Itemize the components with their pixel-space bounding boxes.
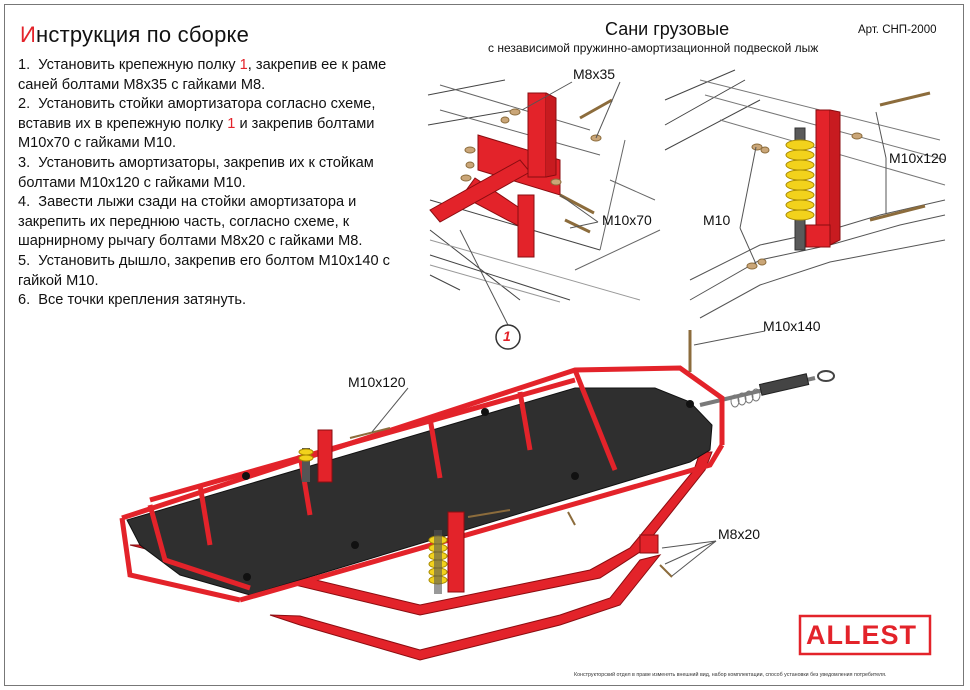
detail1-leaders [459, 81, 621, 326]
step-6: 6. Все точки крепления затянуть. [18, 292, 247, 309]
product-subtitle: с независимой пружинно-амортизационной п… [488, 41, 819, 55]
detail-shock-mounting [664, 69, 946, 319]
callout-m10x120-main: М10х120 [348, 374, 406, 390]
callout-m10x70: М10х70 [602, 212, 652, 228]
allest-logo [798, 614, 932, 656]
product-name: Сани грузовые [605, 19, 730, 39]
detail2-leaders [739, 111, 887, 265]
callout-m8x20: М8х20 [718, 526, 761, 542]
step-3: 3. Установить амортизаторы, закрепив их … [18, 154, 374, 191]
logo-text: ALLEST [806, 620, 917, 650]
step-1: 1. Установить крепежную полку 1, закрепи… [18, 57, 387, 93]
callout-m8x35: М8х35 [573, 66, 616, 82]
instruction-title: Инструкция по сборке [20, 22, 249, 48]
callout-m10x120-detail: М10х120 [889, 150, 947, 166]
main-leaders [371, 330, 766, 577]
assembly-steps: 1. Установить крепежную полку 1, закрепи… [18, 56, 418, 311]
callout-m10x140: М10х140 [763, 318, 821, 334]
step-5: 5. Установить дышло, закрепив его болтом… [18, 252, 390, 289]
part-number-label: 1 [503, 328, 511, 344]
sled-main-view [119, 330, 835, 661]
footer-note: Конструкторский отдел в праве изменять в… [574, 672, 887, 678]
detail-shelf-mounting [427, 79, 661, 303]
sheet-border [4, 4, 964, 686]
callout-m10-detail: М10 [703, 212, 731, 228]
part-1-marker [495, 324, 521, 350]
step-2: 2. Установить стойки амортизатора соглас… [18, 96, 376, 152]
title-initial: И [20, 22, 37, 47]
article-number: Арт. СНП-2000 [858, 24, 937, 36]
step-4: 4. Завести лыжи сзади на стойки амортиза… [18, 194, 363, 250]
title-rest: нструкция по сборке [36, 22, 250, 47]
